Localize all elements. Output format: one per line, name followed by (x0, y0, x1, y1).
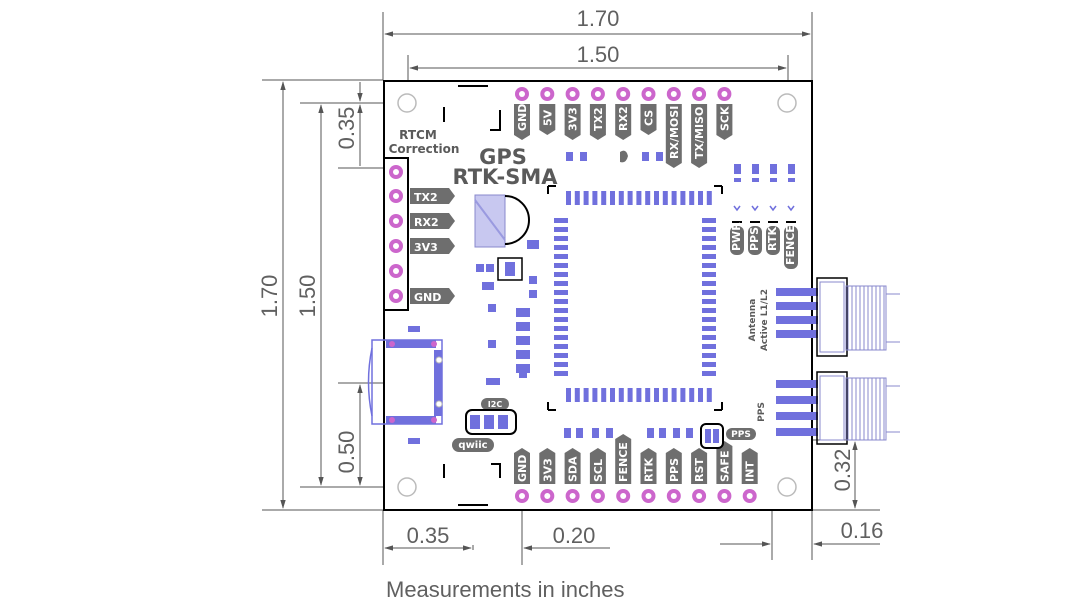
led-label: PPS (748, 227, 761, 251)
bottom-pin-1: 3V3 (539, 448, 556, 503)
top-pin-label: TX/MISO (693, 107, 706, 159)
bottom-pin-7: RST (691, 448, 708, 503)
top-pin-label: SCK (718, 106, 731, 131)
dimension-lines (262, 12, 880, 565)
bottom-pin-label: SDA (567, 456, 580, 482)
left-pin-1: TX2 (389, 188, 455, 204)
dim-left-outer: 1.70 (257, 275, 282, 318)
top-pin-7: TX/MISO (691, 87, 708, 168)
bottom-pin-0: GND (514, 448, 530, 503)
dim-left-lower: 0.50 (334, 431, 359, 474)
sma-connector-antenna (776, 277, 900, 357)
pps-jumper-label: PPS (731, 430, 751, 440)
bottom-pin-label: RST (693, 458, 706, 482)
pps-side-label: PPS (757, 402, 767, 422)
bottom-pin-label: SAFE (718, 451, 731, 482)
bottom-pin-label: INT (744, 461, 757, 482)
bottom-pin-8: SAFE (716, 441, 733, 503)
top-pin-header: GND 5V 3V3 TX2 RX2 CS RX/MOSI TX/MISO SCK (514, 87, 733, 168)
top-pin-1: 5V (539, 87, 556, 135)
battery-holder (474, 194, 530, 248)
top-pin-2: 3V3 (564, 87, 581, 140)
top-pin-4: RX2 (615, 87, 632, 140)
led-pwr: PWR (730, 164, 744, 255)
antenna-label: Antenna (748, 299, 758, 342)
mounting-holes (397, 93, 797, 497)
left-pin-label: TX2 (414, 191, 438, 204)
left-pin-3: 3V3 (389, 238, 455, 254)
bottom-pin-4: FENCE (615, 434, 632, 503)
dim-bottom-mid: 0.20 (553, 523, 596, 548)
dim-left-hole: 0.35 (334, 107, 359, 150)
left-pin-label: RX2 (414, 216, 439, 229)
left-pin-label: 3V3 (414, 241, 438, 254)
top-pin-label: RX2 (617, 106, 630, 131)
smd-components (408, 150, 693, 444)
top-pin-5: CS (640, 87, 657, 135)
dim-right-bottom: 0.16 (841, 518, 884, 543)
bottom-pin-label: 3V3 (541, 458, 554, 482)
bottom-pin-9: INT (741, 448, 758, 503)
qwiic-label: qwiic (458, 440, 487, 451)
left-pin-label: GND (414, 291, 441, 304)
led-label: PWR (730, 222, 743, 251)
antenna-type-label: Active L1/L2 (760, 289, 770, 351)
led-fence: FENCE (784, 164, 798, 269)
left-pin-0 (389, 165, 403, 179)
measurement-caption: Measurements in inches (386, 577, 625, 602)
i2c-jumper: I2C (465, 398, 517, 435)
led-label: FENCE (784, 225, 797, 265)
top-pin-label: RX/MOSI (668, 106, 681, 159)
bottom-pin-2: SDA (564, 448, 581, 503)
bottom-pin-5: RTK (640, 448, 657, 503)
small-ic (497, 257, 523, 281)
sma-connector-pps (776, 371, 900, 445)
dim-top-outer: 1.70 (577, 6, 620, 31)
bottom-pin-header: GND 3V3 SDA SCL FENCE RTK PPS RST SAFE INT (514, 434, 758, 503)
gnss-module (547, 185, 723, 411)
top-pin-3: TX2 (589, 87, 606, 140)
top-pin-6: RX/MOSI (665, 87, 682, 168)
top-pin-0: GND (514, 87, 530, 140)
led-rtk: RTK (766, 164, 780, 255)
bottom-pin-label: GND (516, 455, 529, 482)
top-pin-label: 3V3 (567, 107, 580, 131)
top-pin-8: SCK (716, 87, 733, 140)
bottom-pin-6: PPS (665, 448, 682, 503)
board-title-gps: GPS (479, 145, 527, 169)
left-pin-5: GND (389, 288, 455, 304)
top-pin-label: 5V (541, 109, 554, 126)
rtcm-correction-label: Correction (389, 142, 460, 156)
i2c-label: I2C (488, 400, 503, 409)
board-title-rtk-sma: RTK-SMA (453, 165, 559, 189)
usb-c-connector (367, 339, 443, 425)
led-label: RTK (766, 227, 779, 251)
top-pin-label: CS (643, 110, 656, 126)
bottom-pin-3: SCL (589, 448, 606, 503)
bottom-pin-label: PPS (668, 458, 681, 482)
dim-right-small: 0.32 (830, 449, 855, 492)
rtcm-header-outline (383, 157, 409, 311)
led-pps: PPS (748, 164, 762, 255)
qwiic-badge (452, 438, 494, 452)
top-pin-label: TX2 (592, 107, 605, 131)
left-pin-2: RX2 (389, 213, 455, 229)
status-leds: PWR PPS RTK FENCE (730, 164, 798, 269)
pps-jumper: PPS (700, 423, 756, 449)
corner-marks (443, 85, 501, 506)
dim-top-inner: 1.50 (577, 42, 620, 67)
bottom-pin-label: RTK (643, 458, 656, 482)
bottom-pin-label: SCL (592, 459, 605, 482)
dim-bottom-left: 0.35 (407, 523, 450, 548)
bottom-pin-label: FENCE (617, 442, 630, 482)
left-pin-4 (389, 264, 403, 278)
top-pin-label: GND (516, 104, 529, 131)
dim-left-inner: 1.50 (295, 275, 320, 318)
rtcm-label: RTCM (399, 128, 437, 142)
